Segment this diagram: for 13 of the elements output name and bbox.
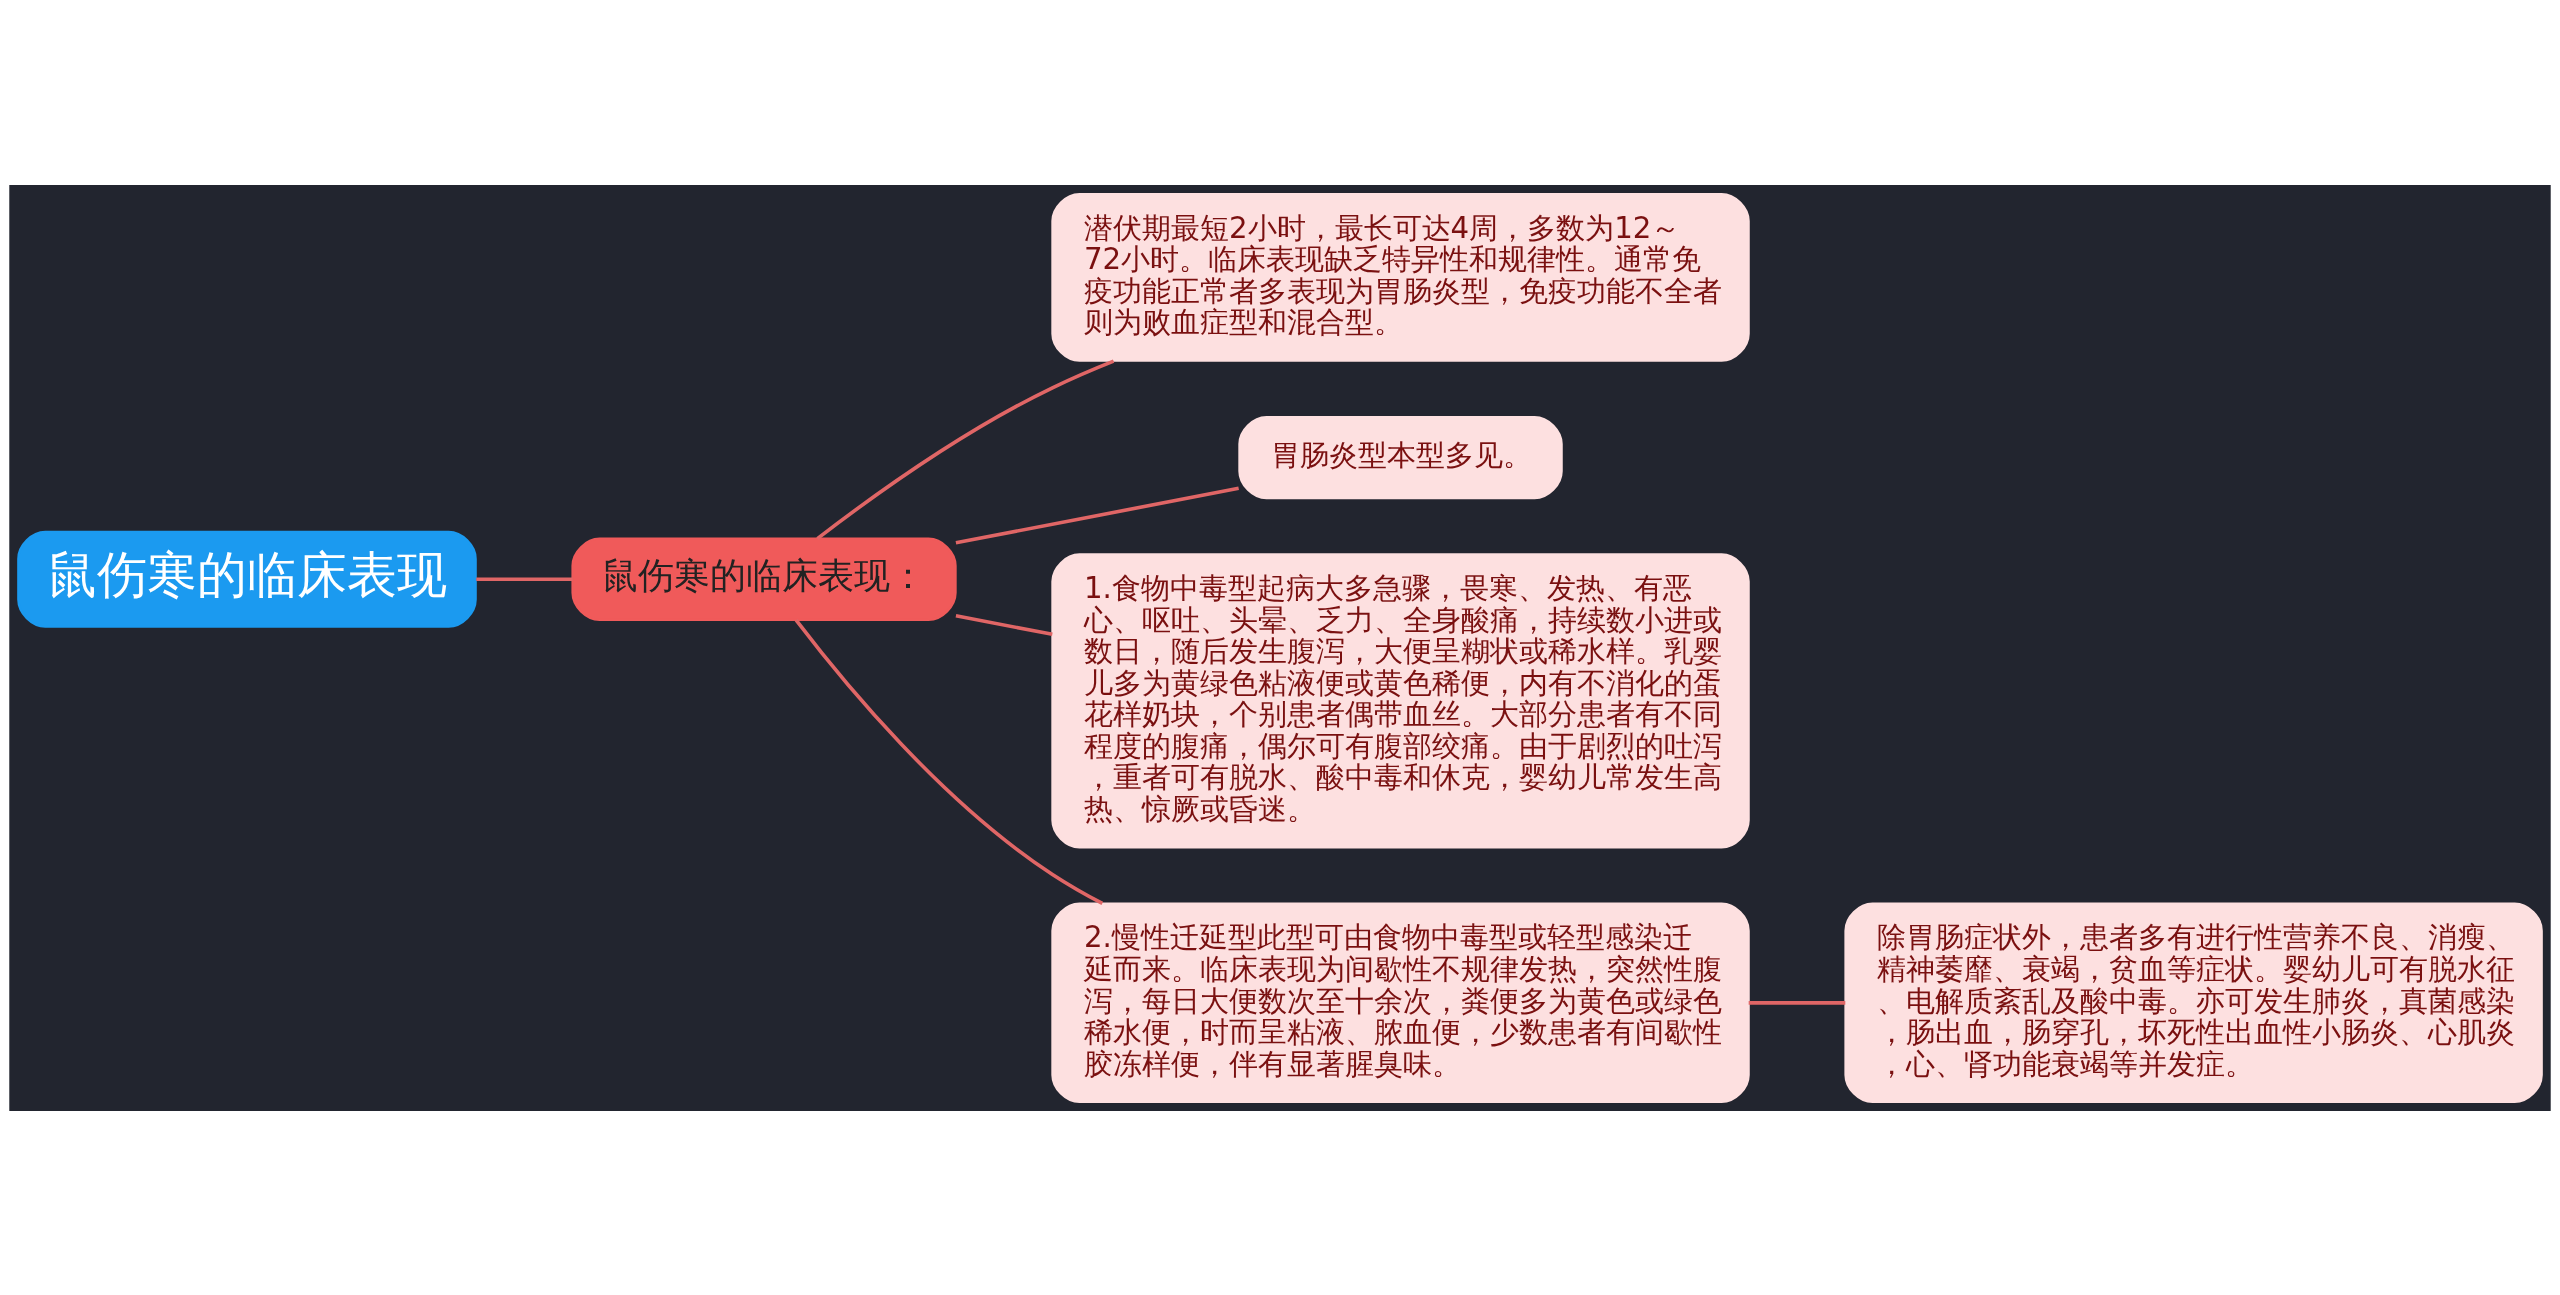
connector [1748,1000,1846,1005]
node-box: 胃肠炎型本型多见。 [1238,415,1563,499]
connector [816,358,1115,540]
node-box: 2.慢性迁延型此型可由食物中毒型或轻型感染迁延而来。临床表现为间歇性不规律发热，突然性腹泻，每日大便数次至十余次，粪便多为黄色或绿色稀水便，时而呈粘液、脓血便，少数患者有间歇性胶冻样便，伴有显著腥臭味。 [1051,902,1750,1103]
connector [794,618,1104,905]
connector [955,486,1239,545]
node-box: 鼠伤寒的临床表现： [571,537,957,621]
connector [955,613,1053,636]
connector [476,577,573,581]
node-box: 1.食物中毒型起病大多急骤，畏寒、发热、有恶心、呕吐、头晕、乏力、全身酸痛，持续数小进或数日，随后发生腹泻，大便呈糊状或稀水样。乳婴儿多为黄绿色粘液便或黄色稀便，内有不消化的蛋花样奶块，个别患者偶带血丝。大部分患者有不同程度的腹痛，偶尔可有腹部绞痛。由于剧烈的吐泻，重者可有脱水、酸中毒和休克，婴幼儿常发生高热、惊厥或昏迷。 [1051,552,1750,848]
node-box: 除胃肠症状外，患者多有进行性营养不良、消瘦、精神萎靡、衰竭，贫血等症状。婴幼儿可有脱水征、电解质紊乱及酸中毒。亦可发生肺炎，真菌感染，肠出血，肠穿孔，坏死性出血性小肠炎、心肌炎，心、肾功能衰竭等并发症。 [1844,902,2543,1103]
node-box: 潜伏期最短2小时，最长可达4周，多数为12～72小时。临床表现缺乏特异性和规律性。通常免疫功能正常者多表现为胃肠炎型，免疫功能不全者则为败血症型和混合型。 [1051,192,1750,362]
node-box: 鼠伤寒的临床表现 [17,530,477,628]
